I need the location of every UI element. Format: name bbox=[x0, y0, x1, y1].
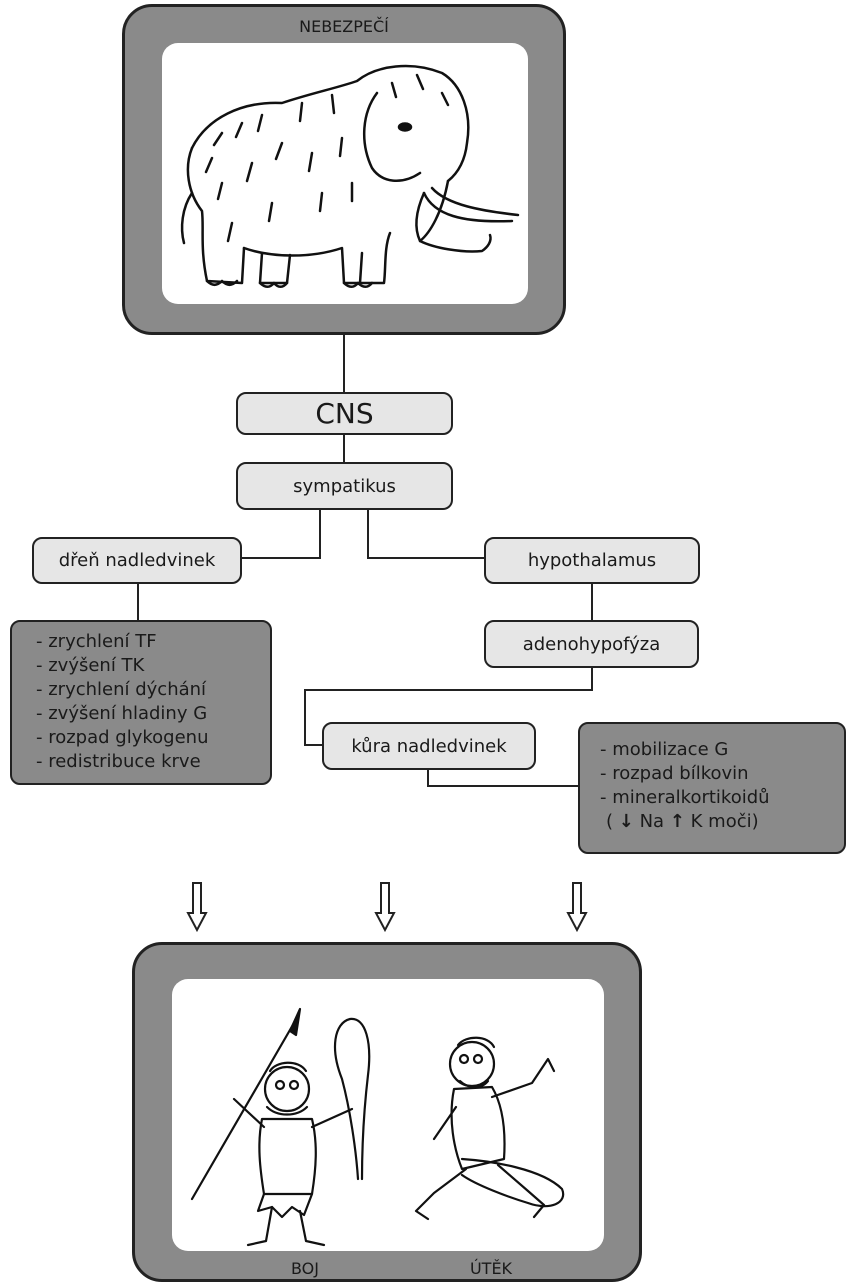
hypothalamus-node: hypothalamus bbox=[484, 537, 700, 584]
cns-label: CNS bbox=[315, 397, 374, 430]
up-arrow-icon: ↑ bbox=[669, 811, 685, 832]
down-arrow-icon-left bbox=[186, 882, 208, 933]
medulla-effect-item: - zvýšení hladiny G bbox=[36, 703, 208, 724]
cortex-effects-box: - mobilizace G - rozpad bílkovin - miner… bbox=[578, 722, 846, 854]
medulla-effect-item: - rozpad glykogenu bbox=[36, 727, 209, 748]
adrenal-cortex-label: kůra nadledvinek bbox=[351, 735, 507, 757]
sodium-label: Na bbox=[639, 811, 665, 832]
cns-node: CNS bbox=[236, 392, 453, 435]
adrenal-cortex-node: kůra nadledvinek bbox=[322, 722, 536, 770]
outcome-frame: BOJ ÚTĚK bbox=[132, 942, 642, 1282]
cortex-effect-item: - rozpad bílkovin bbox=[600, 763, 749, 784]
adrenal-medulla-node: dřeň nadledvinek bbox=[32, 537, 242, 584]
medulla-effect-item: - redistribuce krve bbox=[36, 751, 201, 772]
danger-frame: NEBEZPEČÍ bbox=[122, 4, 566, 335]
paren-open: ( bbox=[606, 811, 614, 832]
spear-icon bbox=[190, 1021, 296, 1201]
flight-label: ÚTĚK bbox=[469, 1259, 513, 1278]
connector-adenohypofyza-cortex bbox=[304, 668, 593, 746]
mammoth-illustration bbox=[180, 64, 520, 288]
medulla-effect-item: - zrychlení dýchání bbox=[36, 679, 207, 700]
cortex-effect-item: - mobilizace G bbox=[600, 739, 729, 760]
danger-label: NEBEZPEČÍ bbox=[299, 17, 389, 36]
sympatikus-node: sympatikus bbox=[236, 462, 453, 510]
danger-illustration-panel bbox=[162, 43, 528, 304]
hypothalamus-label: hypothalamus bbox=[527, 550, 657, 571]
cortex-effect-item: - mineralkortikoidů bbox=[600, 787, 770, 808]
cavemen-illustration bbox=[190, 1007, 565, 1247]
connector-sympatikus-hypothalamus bbox=[367, 510, 484, 559]
connector-cortex-effects bbox=[427, 770, 578, 787]
cortex-effect-ions: ( ↓ Na ↑ K moči) bbox=[600, 810, 844, 834]
connector-sympatikus-medulla bbox=[242, 510, 321, 559]
fight-label: BOJ bbox=[290, 1259, 319, 1278]
medulla-effects-box: - zrychlení TF - zvýšení TK - zrychlení … bbox=[10, 620, 272, 785]
adrenal-medulla-label: dřeň nadledvinek bbox=[58, 550, 216, 571]
medulla-effect-item: - zrychlení TF bbox=[36, 631, 157, 652]
down-arrow-icon-center bbox=[374, 882, 396, 933]
medulla-effect-item: - zvýšení TK bbox=[36, 655, 145, 676]
adenohypofyza-label: adenohypofýza bbox=[522, 633, 661, 655]
sympatikus-label: sympatikus bbox=[293, 475, 396, 497]
down-arrow-icon: ↓ bbox=[618, 811, 634, 832]
down-arrow-icon-right bbox=[566, 882, 588, 933]
outcome-illustration-panel bbox=[172, 979, 604, 1251]
adenohypofyza-node: adenohypofýza bbox=[484, 620, 699, 668]
potassium-urine-label: K moči) bbox=[690, 811, 759, 832]
